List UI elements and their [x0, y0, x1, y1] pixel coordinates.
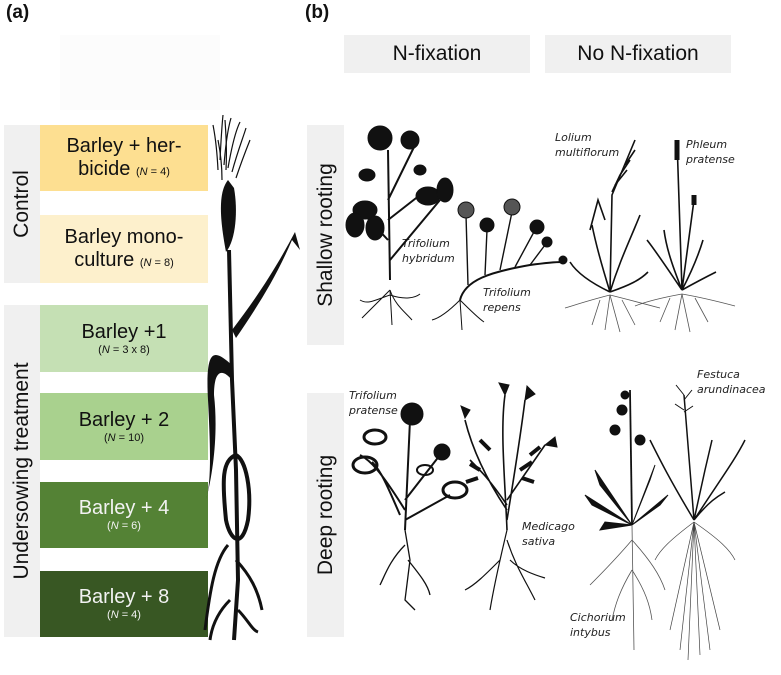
medicago-sativa-illustration	[460, 382, 558, 611]
treatment-line2: culture (N = 8)	[74, 249, 174, 271]
treatment-box-plus2: Barley + 2 (N = 10)	[40, 393, 208, 460]
phleum-pratense-illustration	[634, 139, 736, 333]
group-label-undersowing: Undersowing treatment	[4, 305, 40, 637]
barley-leaf	[203, 544, 264, 641]
treatment-n: (N = 4)	[107, 609, 141, 622]
treatment-box-plus4: Barley + 4 (N = 6)	[40, 482, 208, 548]
column-header-no-n-fixation: No N-fixation	[545, 35, 731, 73]
treatment-box-herbicide: Barley + her- bicide (N = 4)	[40, 125, 208, 191]
treatment-box-plus8: Barley + 8 (N = 4)	[40, 571, 208, 637]
treatment-line1: Barley + 8	[78, 586, 170, 609]
festuca-arundinacea-illustration	[649, 384, 746, 661]
trifolium-hybridum-illustration	[345, 125, 454, 326]
barley-spike	[220, 180, 236, 252]
treatment-line1: Barley + her-	[66, 135, 182, 157]
panel-b-label: (b)	[305, 2, 330, 23]
treatment-n: (N = 6)	[107, 520, 141, 533]
barley-ear	[212, 114, 251, 181]
group-label-control: Control	[4, 125, 40, 283]
barley-leaf	[232, 232, 300, 338]
barley-leaf	[221, 452, 252, 541]
treatment-n: (N = 10)	[103, 431, 145, 444]
row-header-shallow: Shallow rooting	[307, 125, 344, 345]
treatment-line1: Barley + 4	[78, 497, 170, 520]
treatment-line1: Barley mono-	[64, 226, 184, 248]
treatment-line1: Barley + 2	[78, 408, 170, 431]
trifolium-pratense-illustration	[351, 402, 469, 611]
lolium-multiflorum-illustration	[564, 139, 661, 333]
column-header-n-fixation: N-fixation	[344, 35, 530, 73]
treatment-box-monoculture: Barley mono- culture (N = 8)	[40, 215, 208, 283]
treatment-box-plus1: Barley +1 (N = 3 x 8)	[40, 305, 208, 372]
blank-placeholder	[60, 35, 220, 110]
treatment-line2: bicide (N = 4)	[78, 158, 170, 180]
treatment-line1: Barley +1	[81, 320, 167, 343]
barley-leaf	[206, 354, 232, 500]
cichorium-intybus-illustration	[584, 389, 669, 651]
panel-a-label: (a)	[6, 2, 30, 23]
row-header-deep: Deep rooting	[307, 393, 344, 637]
trifolium-repens-illustration	[431, 198, 568, 331]
treatment-n: (N = 3 x 8)	[98, 343, 150, 356]
barley-stem	[227, 249, 241, 641]
